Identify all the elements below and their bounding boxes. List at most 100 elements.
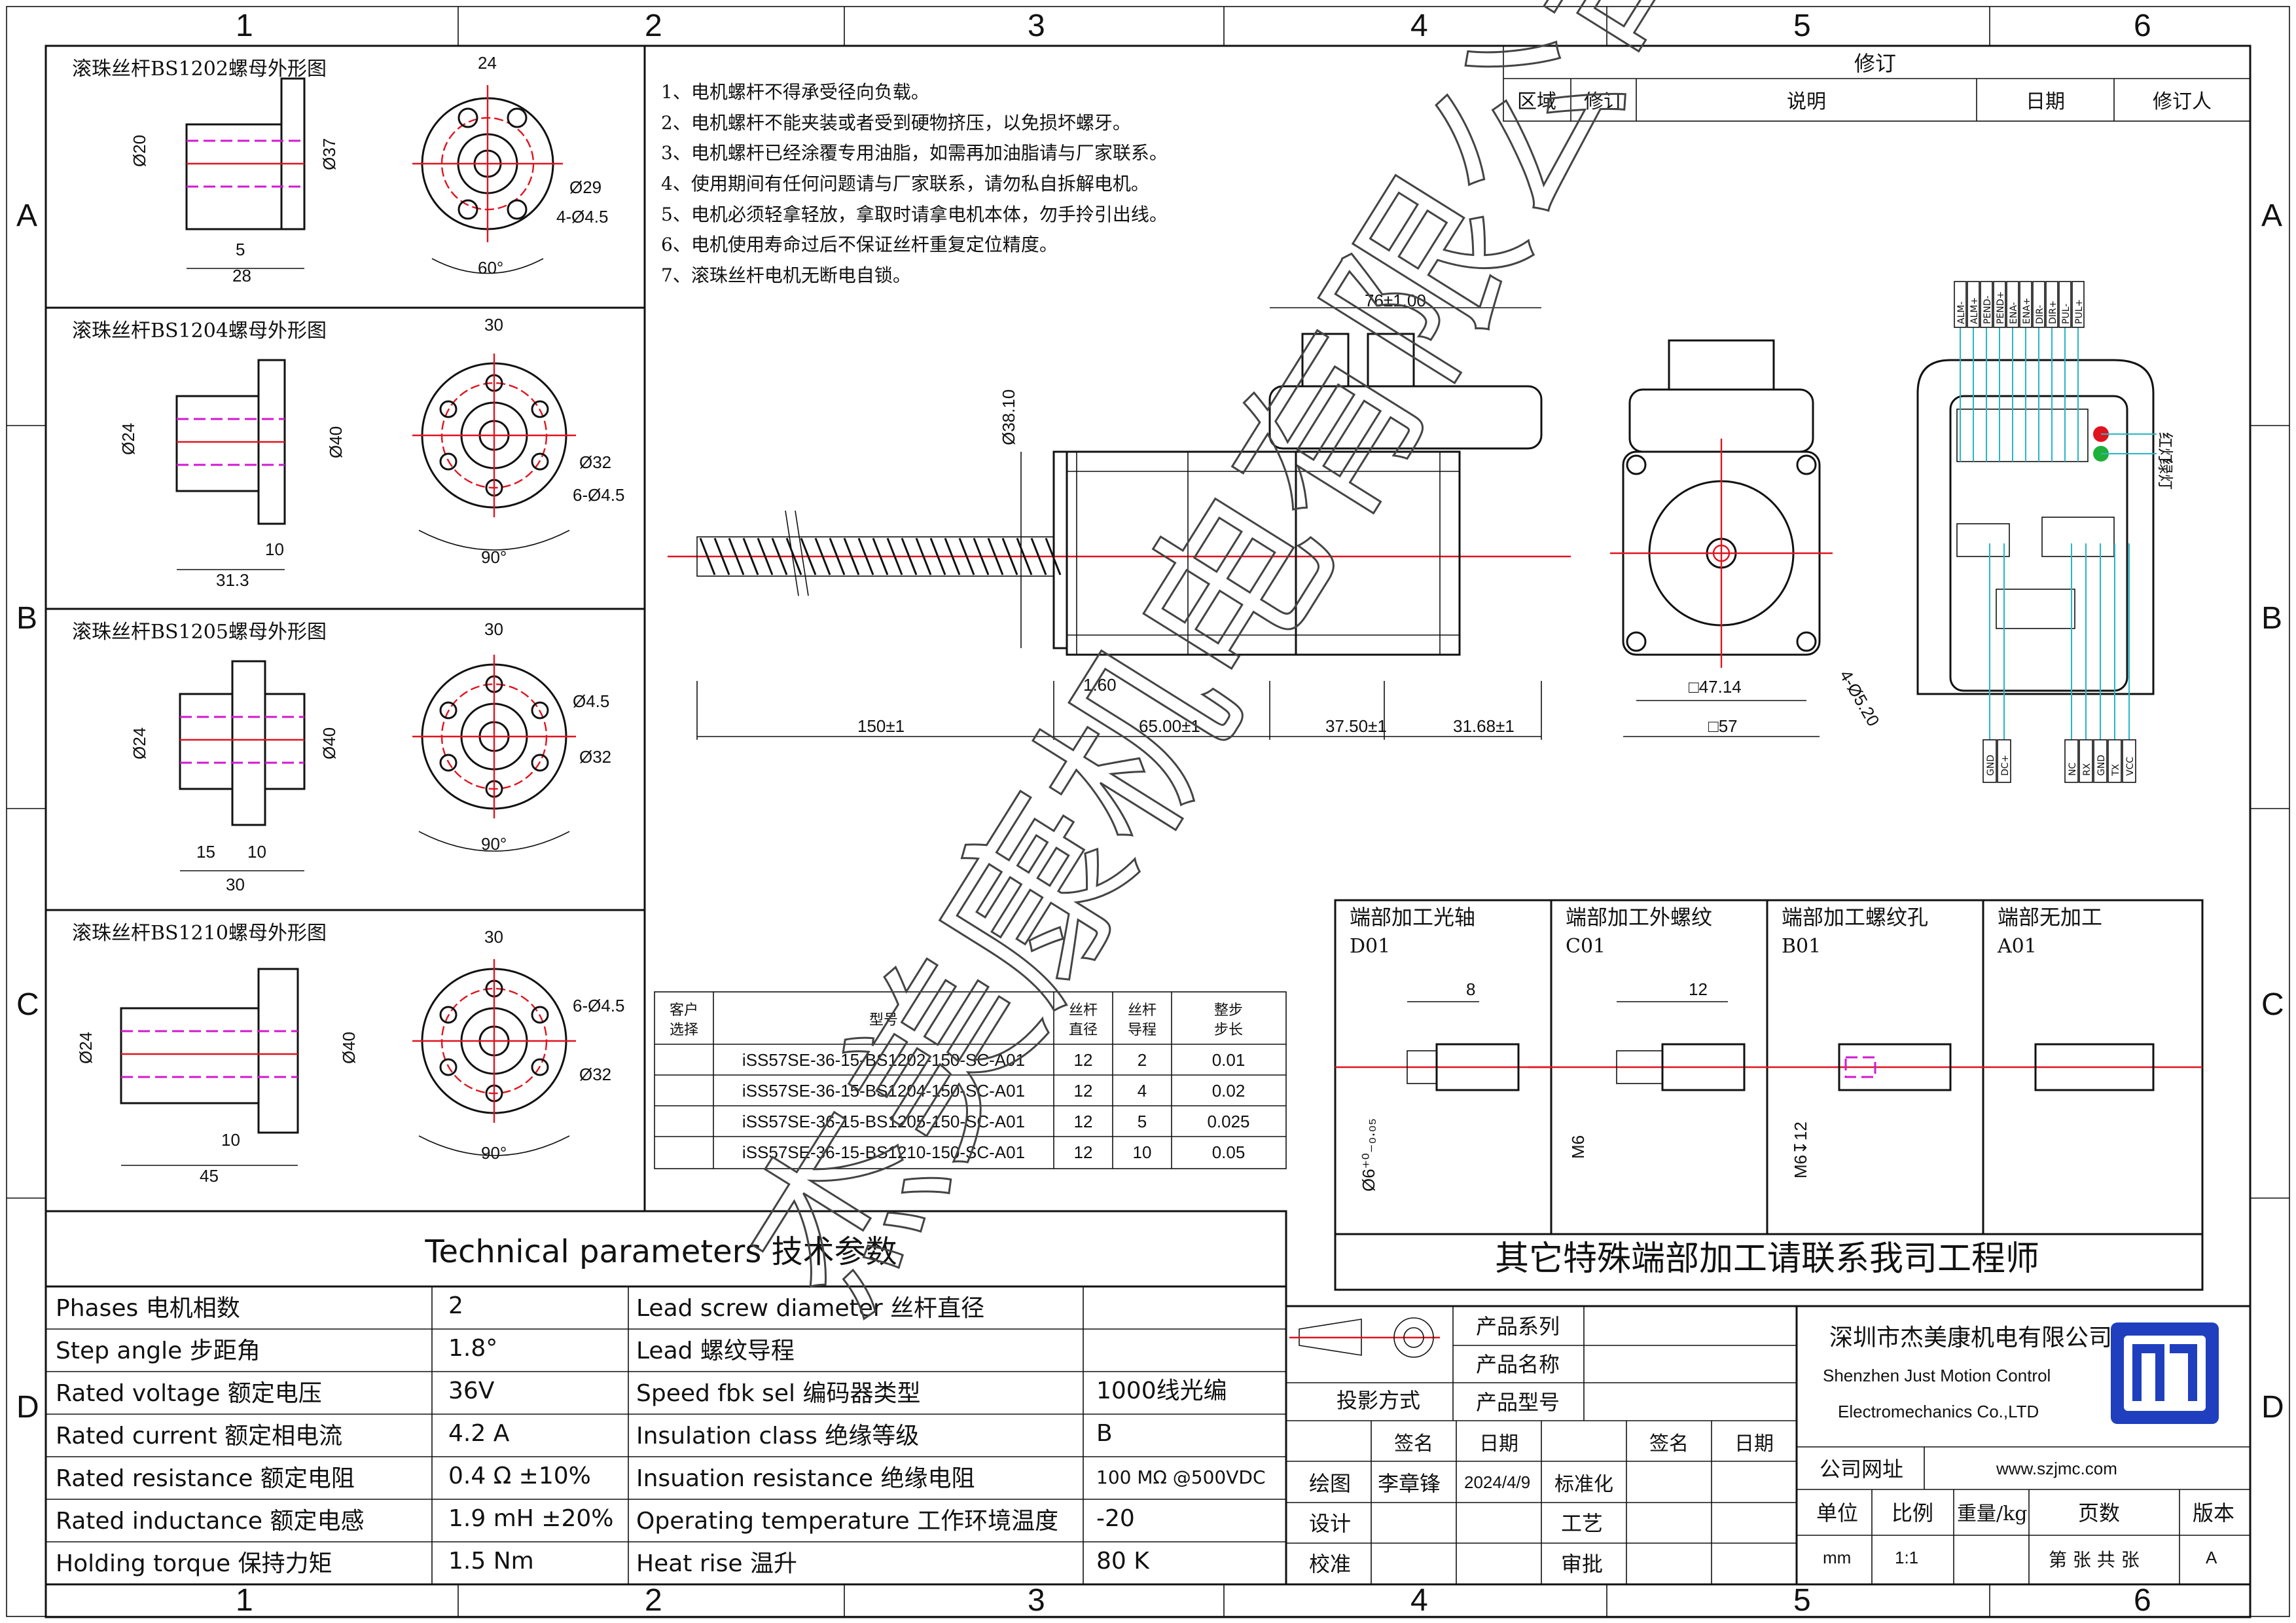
grid-col-6: 6	[2134, 9, 2151, 43]
model-cell: iSS57SE-36-15-BS1202-150-SC-A01	[742, 1050, 1025, 1070]
nut1-bottom: 28	[232, 266, 251, 285]
nut2-bottom: 31.3	[216, 570, 249, 590]
grid-row-d-right: D	[2261, 1390, 2284, 1425]
pin-box	[2064, 739, 2079, 783]
tb-version: 版本	[2193, 1501, 2234, 1525]
notes: 1、电机螺杆不得承受径向负载。 2、电机螺杆不能夹装或者受到硬物挤压，以免损坏螺…	[661, 81, 1168, 286]
mt-h-select-2: 选择	[670, 1022, 698, 1038]
tech-param-name: Step angle 步距角	[56, 1338, 260, 1364]
nut2-top: 30	[484, 315, 503, 335]
pin-box	[2045, 281, 2058, 328]
note-4: 4、使用期间有任何问题请与厂家联系，请勿私自拆解电机。	[661, 173, 1149, 194]
tb-scale: 比例	[1892, 1501, 1933, 1525]
grid-row-b-right: B	[2261, 601, 2282, 636]
tb-draw-date: 2024/4/9	[1464, 1472, 1530, 1492]
tech-param-name: Insulation class 绝缘等级	[636, 1423, 919, 1450]
end-dim-d01: 8	[1466, 979, 1475, 999]
tb-check: 校准	[1309, 1552, 1351, 1577]
pin-label: DIR+	[2048, 301, 2058, 324]
tb-sign: 签名	[1394, 1432, 1433, 1455]
nut4-holes: 6-Ø4.5	[573, 996, 625, 1015]
led-red-label: 红灯	[2156, 432, 2174, 464]
pin-label: NC	[2068, 763, 2078, 776]
tech-param-name: Rated current 额定相电流	[56, 1423, 342, 1450]
tb-website: www.szjmc.com	[1996, 1459, 2117, 1478]
tb-sign2: 签名	[1649, 1432, 1689, 1455]
nut4-step: 10	[221, 1130, 240, 1150]
pin-box	[2032, 281, 2045, 328]
model-cell: 12	[1074, 1050, 1093, 1070]
pin-label: ALM+	[1969, 297, 1980, 324]
rev-h-area: 区域	[1517, 90, 1556, 113]
model-cell: 10	[1133, 1142, 1152, 1162]
dim-flange: 1.60	[1083, 675, 1117, 695]
tb-standard: 标准化	[1554, 1473, 1613, 1496]
grid-col-4-bottom: 4	[1410, 1583, 1428, 1618]
pin-box	[1967, 281, 1980, 328]
grid-col-1-bottom: 1	[236, 1583, 253, 1618]
note-3: 3、电机螺杆已经涂覆专用油脂，如需再加油脂请与厂家联系。	[661, 142, 1168, 164]
pin-label: GND	[1986, 755, 1996, 776]
nut4-bottom: 45	[200, 1166, 219, 1186]
tb-draw: 绘图	[1309, 1471, 1351, 1496]
tech-param-value: 2	[448, 1292, 463, 1319]
motor-side-view: 76±1.00 Ø38.10 1.60 150±1 65.00±1 37.50±…	[668, 291, 1571, 740]
tb-design: 设计	[1309, 1511, 1351, 1536]
pin-box	[2019, 281, 2032, 328]
grid-col-5-bottom: 5	[1793, 1583, 1811, 1618]
tech-param-value: 0.4 Ω ±10%	[448, 1463, 591, 1489]
model-cell: 12	[1074, 1142, 1093, 1162]
end-side-b01: M6↧12	[1791, 1122, 1810, 1178]
end-code-c01: C01	[1566, 935, 1605, 958]
tech-param-value: 36V	[448, 1377, 495, 1404]
end-footer: 其它特殊端部加工请联系我司工程师	[1495, 1239, 2039, 1279]
company-en1: Shenzhen Just Motion Control	[1823, 1366, 2051, 1385]
grid-row-c: C	[16, 987, 39, 1022]
tech-param-value: 1.9 mH ±20%	[448, 1505, 613, 1532]
tb-drawer: 李章锋	[1378, 1471, 1441, 1496]
nut1-body-d: Ø20	[130, 135, 149, 167]
end-code-d01: D01	[1350, 935, 1390, 958]
end-side-d01: Ø6⁺⁰₋₀.₀₅	[1359, 1118, 1378, 1192]
tech-param-name: Operating temperature 工作环境温度	[636, 1508, 1058, 1535]
tech-param-name: Rated inductance 额定电感	[56, 1508, 365, 1535]
nut3-body-d: Ø24	[130, 727, 149, 759]
tech-param-name: Lead screw diameter 丝杆直径	[636, 1295, 984, 1322]
pin-box	[1980, 281, 1993, 328]
nut2-pcd: Ø32	[579, 452, 611, 472]
nut2-holes: 6-Ø4.5	[573, 485, 625, 505]
nut1-flange-d: Ø37	[319, 138, 339, 170]
tech-param-name: Holding torque 保持力矩	[56, 1550, 332, 1577]
tb-date2: 日期	[1734, 1432, 1774, 1455]
tb-website-label: 公司网址	[1820, 1457, 1903, 1482]
grid-col-2: 2	[645, 9, 662, 43]
pin-label: TX	[2111, 763, 2121, 776]
tech-param-value: -20	[1096, 1505, 1135, 1532]
model-table: 客户 选择 型号 丝杆 直径 丝杆 导程 整步 步长 iSS57SE-36-15…	[654, 991, 1287, 1169]
nut2-step: 10	[265, 539, 284, 559]
mt-h-dia-2: 直径	[1069, 1022, 1098, 1038]
pin-label: GND	[2096, 755, 2107, 776]
tb-date: 日期	[1479, 1432, 1518, 1455]
grid-col-2-bottom: 2	[645, 1583, 662, 1618]
tb-projection: 投影方式	[1336, 1388, 1420, 1413]
model-cell: 12	[1074, 1081, 1093, 1101]
motor-front-view: □47.14 □57 4-Ø5.20	[1610, 339, 1884, 737]
nut3-pcd: Ø32	[579, 747, 611, 767]
tech-param-value: 80 K	[1096, 1548, 1150, 1575]
nut3-bottom: 30	[226, 875, 245, 894]
pin-label: PEND+	[1996, 291, 2006, 324]
pin-box	[1997, 739, 2011, 783]
model-cell: 4	[1138, 1081, 1147, 1101]
company-en2: Electromechanics Co.,LTD	[1838, 1402, 2039, 1421]
pin-label: ENA-	[2009, 302, 2019, 324]
grid-ticks	[7, 7, 2289, 1616]
nut4-body-d: Ø24	[76, 1032, 96, 1064]
pin-box	[2072, 281, 2085, 328]
title-block: 投影方式 产品系列 产品名称 产品型号 签名 日期 签名 日期 绘图 李章锋 2…	[1285, 1305, 2251, 1586]
nut-title-2: 滚珠丝杆BS1204螺母外形图	[72, 319, 327, 342]
projection-symbol	[1299, 1319, 1362, 1356]
pin-box	[2058, 281, 2072, 328]
end-title-c01: 端部加工外螺纹	[1566, 905, 1712, 930]
